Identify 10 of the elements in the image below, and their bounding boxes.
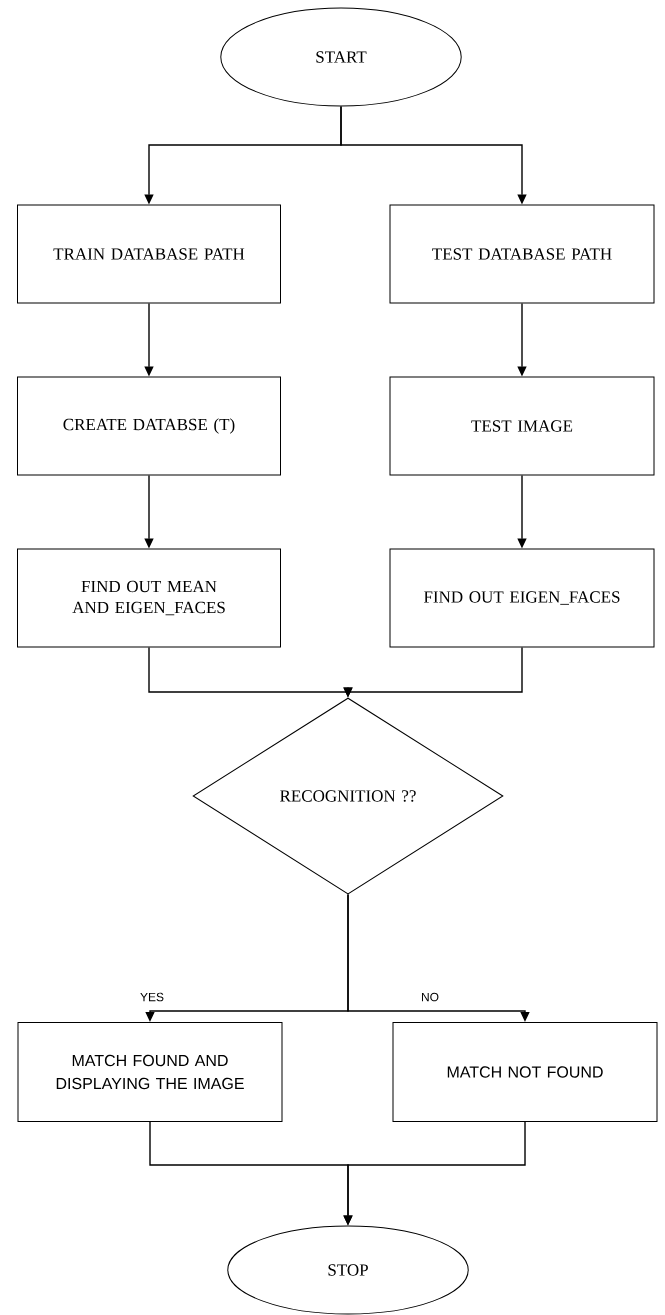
process-box: TEST IMAGE	[389, 376, 655, 476]
process-box: CREATE DATABSE (T)	[17, 376, 281, 476]
process-box: MATCH NOT FOUND	[392, 1022, 658, 1122]
process-box: TRAIN DATABASE PATH	[17, 204, 281, 304]
process-box: MATCH FOUND AND DISPLAYING THE IMAGE	[17, 1022, 283, 1122]
process-box: FIND OUT EIGEN_FACES	[389, 548, 655, 648]
edge-label: NO	[422, 992, 439, 1002]
process-box: FIND OUT MEAN AND EIGEN_FACES	[17, 548, 281, 648]
process-box: TEST DATABASE PATH	[389, 204, 655, 304]
edge-label: YES	[140, 992, 164, 1002]
